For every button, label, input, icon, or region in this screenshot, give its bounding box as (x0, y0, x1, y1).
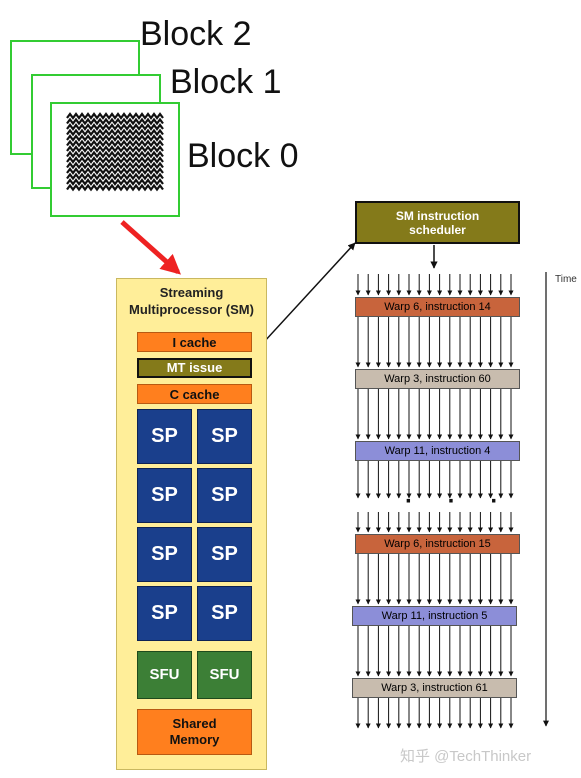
shared-memory-line2: Memory (169, 732, 220, 747)
thread-squiggle (66, 178, 164, 186)
thread-squiggle (66, 183, 164, 192)
thread-squiggle (66, 117, 164, 126)
thread-squiggle (66, 112, 164, 120)
thread-squiggle (66, 150, 164, 159)
thread-squiggle (66, 134, 164, 142)
thread-squiggle (66, 156, 164, 164)
warp-box: Warp 6, instruction 15 (355, 534, 520, 554)
warp-thread-lines (355, 274, 514, 729)
sp-unit: SP (137, 527, 192, 582)
thread-squiggle (66, 145, 164, 153)
sfu-unit: SFU (197, 651, 252, 699)
sfu-unit: SFU (137, 651, 192, 699)
sp-unit: SP (137, 468, 192, 523)
sp-unit: SP (197, 527, 252, 582)
mt-issue-to-scheduler-arrow (251, 242, 356, 356)
shared-memory-line1: Shared (172, 716, 217, 731)
sp-unit: SP (197, 409, 252, 464)
thread-squiggles (66, 112, 164, 192)
thread-squiggle (66, 161, 164, 170)
thread-squiggle (66, 128, 164, 137)
warp-box: Warp 3, instruction 60 (355, 369, 520, 389)
block-0-label: Block 0 (187, 137, 299, 175)
sp-unit: SP (137, 409, 192, 464)
ccache-box: C cache (137, 384, 252, 404)
warp-box: Warp 11, instruction 4 (355, 441, 520, 461)
sp-unit: SP (197, 468, 252, 523)
streaming-multiprocessor: Streaming Multiprocessor (SM) I cache MT… (116, 278, 267, 770)
thread-squiggle (66, 167, 164, 175)
scheduler-line2: scheduler (409, 223, 466, 237)
sm-title-line1: Streaming (159, 285, 224, 300)
shared-memory-box: Shared Memory (137, 709, 252, 755)
warp-box: Warp 11, instruction 5 (352, 606, 517, 626)
sm-title-line2: Multiprocessor (SM) (129, 302, 254, 317)
sp-unit: SP (197, 586, 252, 641)
scheduler-line1: SM instruction (395, 209, 480, 223)
sp-unit: SP (137, 586, 192, 641)
thread-squiggle (66, 139, 164, 148)
red-block-to-sm-arrow (120, 220, 181, 275)
watermark: 知乎 @TechThinker (400, 748, 532, 765)
icache-box: I cache (137, 332, 252, 352)
ellipsis-dots: · · · (405, 488, 513, 515)
block-2-label: Block 2 (140, 15, 252, 53)
thread-squiggle (66, 172, 164, 181)
time-axis-label: Time (555, 274, 577, 285)
sm-instruction-scheduler: SM instruction scheduler (355, 201, 520, 244)
block-1-label: Block 1 (170, 63, 282, 101)
mt-issue-box: MT issue (137, 358, 252, 378)
warp-box: Warp 3, instruction 61 (352, 678, 517, 698)
warp-box: Warp 6, instruction 14 (355, 297, 520, 317)
thread-squiggle (66, 123, 164, 131)
